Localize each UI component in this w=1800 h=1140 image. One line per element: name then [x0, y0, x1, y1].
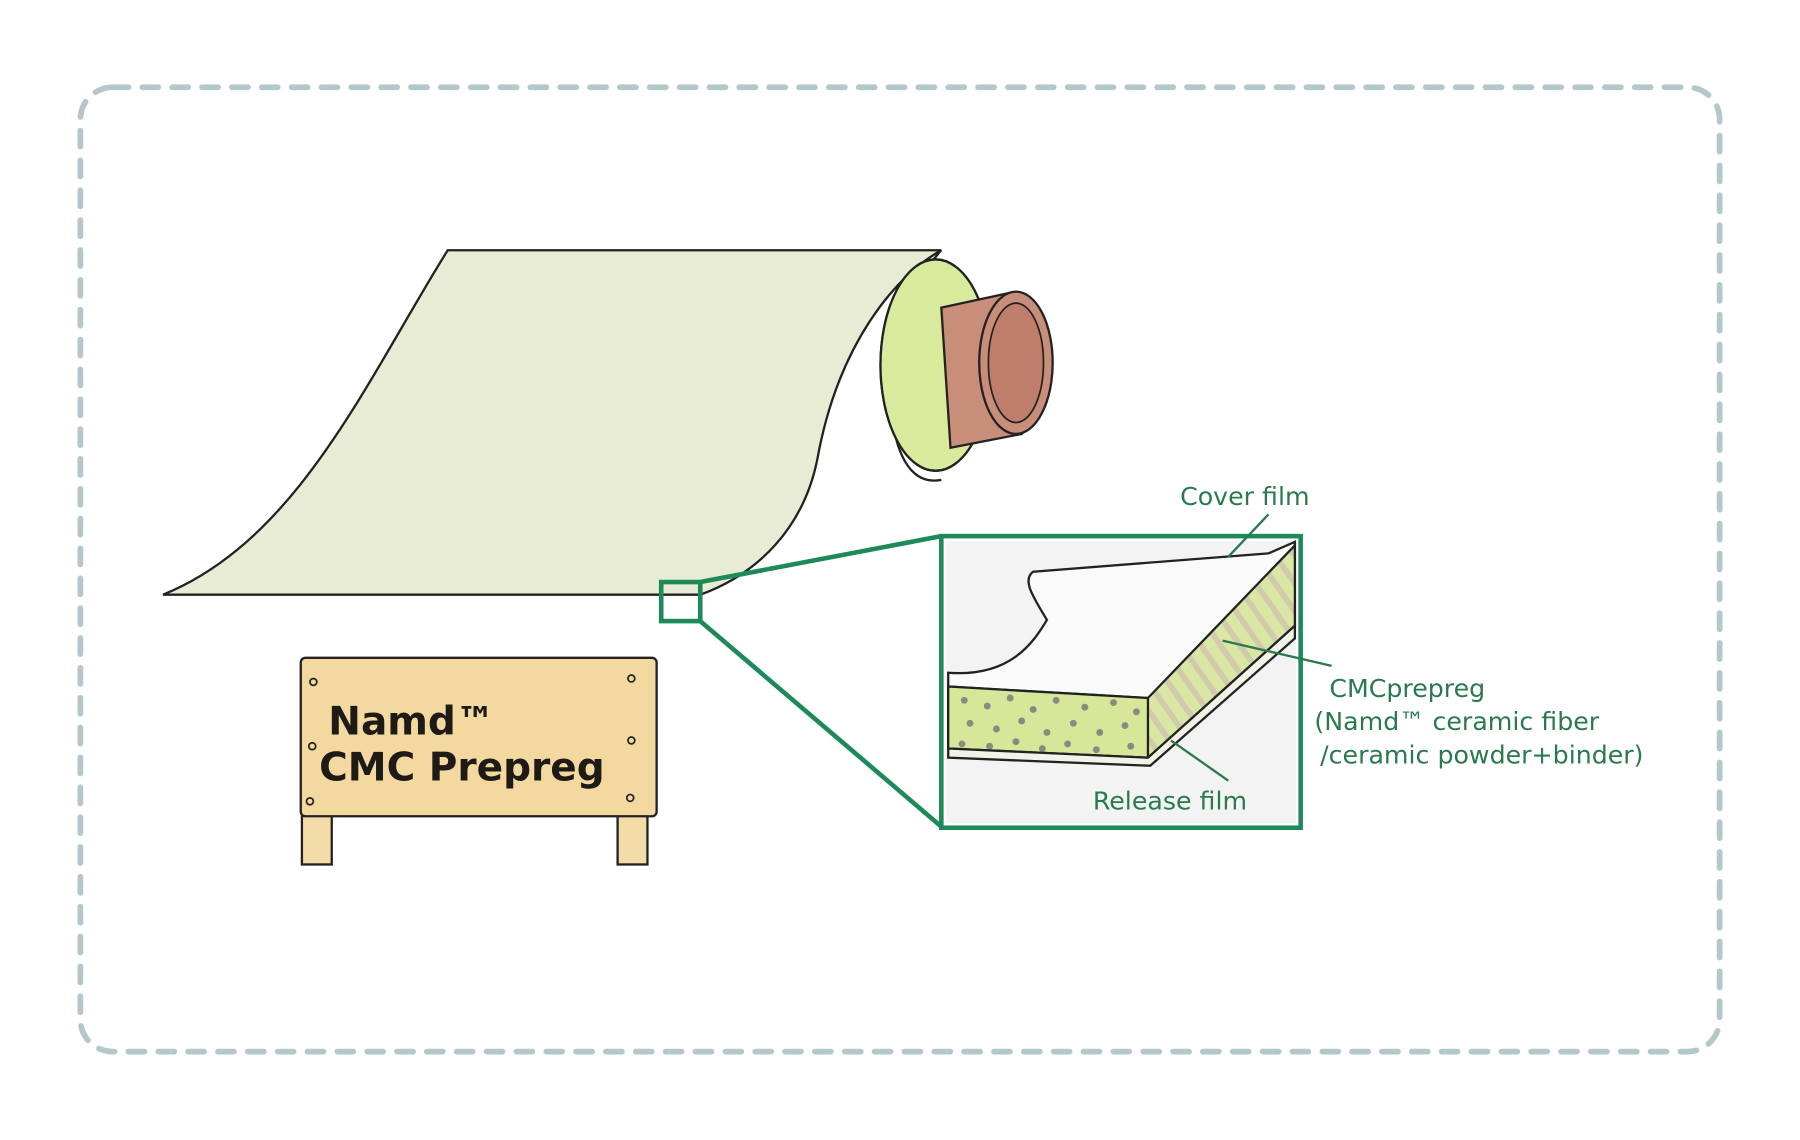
- prepreg-roll: [162, 249, 1054, 596]
- cmc-prepreg-label: CMCprepreg: [1329, 674, 1485, 703]
- sign-line1: Namd™: [328, 700, 495, 745]
- dashed-frame: [77, 84, 1723, 1055]
- release-film-label: Release film: [1093, 786, 1247, 815]
- cover-film-label: Cover film: [1180, 482, 1309, 511]
- composition-line1: (Namd™ ceramic fiber: [1314, 707, 1599, 736]
- sign-line2: CMC Prepreg: [319, 746, 605, 791]
- product-sign: Namd™ CMC Prepreg: [299, 656, 658, 866]
- cross-section: [945, 540, 1297, 824]
- composition-line2: /ceramic powder+binder): [1320, 740, 1643, 769]
